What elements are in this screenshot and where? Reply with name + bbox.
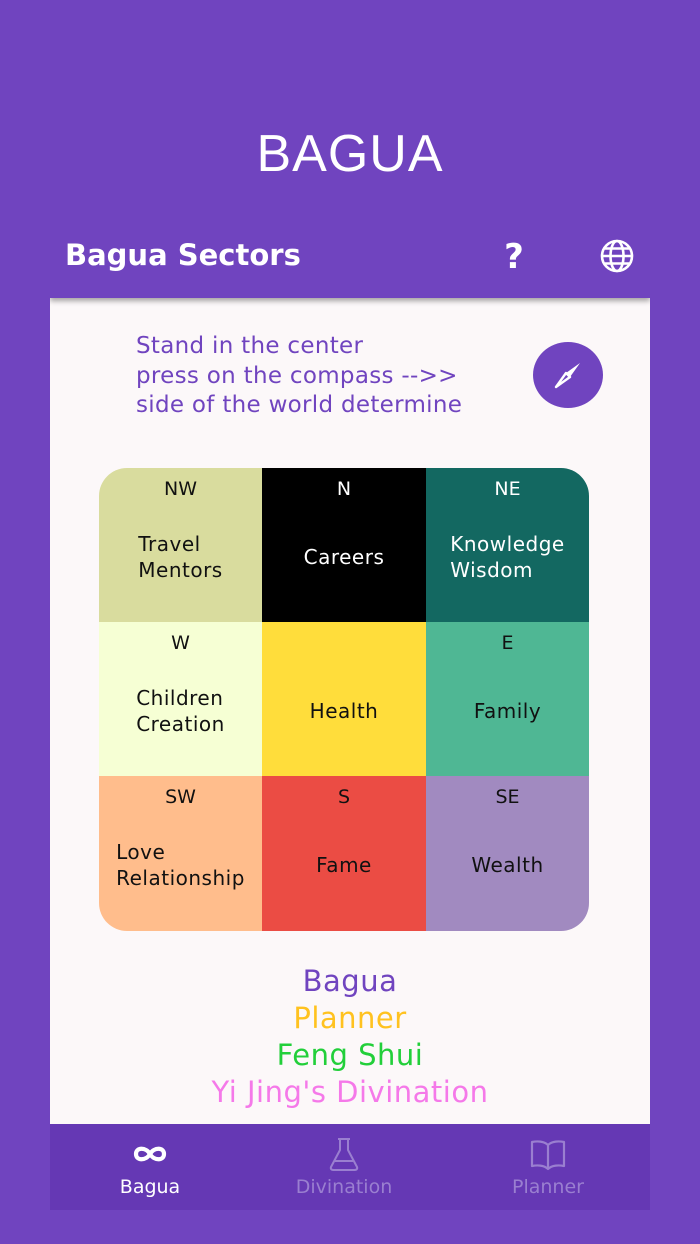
sector-direction: SW xyxy=(165,786,196,808)
sector-label-wrap: Children Creation xyxy=(99,676,262,746)
app-bar-title: Bagua Sectors xyxy=(65,238,301,272)
sector-label-wrap: Health xyxy=(262,676,426,746)
language-button[interactable] xyxy=(599,238,635,274)
sector-nw[interactable]: NW Travel Mentors xyxy=(99,468,262,622)
sector-ne[interactable]: NE Knowledge Wisdom xyxy=(426,468,589,622)
instruction-line-2: press on the compass -->> xyxy=(136,362,458,389)
nav-item-divination[interactable]: Divination xyxy=(244,1124,444,1210)
app-bar: Bagua Sectors ? xyxy=(50,218,650,298)
book-icon xyxy=(530,1140,566,1171)
app-frame: Bagua Sectors ? Stand in the center pres… xyxy=(50,218,650,1210)
sector-w[interactable]: W Children Creation xyxy=(99,622,262,776)
sector-label: Love Relationship xyxy=(116,840,245,890)
globe-icon xyxy=(600,239,634,273)
sector-label: Knowledge Wisdom xyxy=(450,532,565,582)
sector-label-wrap: Travel Mentors xyxy=(99,522,262,592)
nav-item-planner[interactable]: Planner xyxy=(448,1124,648,1210)
link-divination[interactable]: Yi Jing's Divination xyxy=(211,1075,489,1109)
sector-label-wrap: Careers xyxy=(262,522,426,592)
sector-label: Careers xyxy=(303,545,385,569)
nav-label: Divination xyxy=(295,1176,393,1198)
nav-item-bagua[interactable]: Bagua xyxy=(50,1124,250,1210)
bagua-grid: NW Travel Mentors N Careers NE Knowledge… xyxy=(99,468,589,931)
sector-label: Fame xyxy=(316,853,372,877)
link-bagua[interactable]: Bagua xyxy=(302,964,398,998)
nav-label: Bagua xyxy=(119,1176,181,1198)
flask-icon xyxy=(329,1138,359,1171)
help-button[interactable]: ? xyxy=(504,237,524,277)
sector-label: Health xyxy=(309,699,379,723)
sector-sw[interactable]: SW Love Relationship xyxy=(99,776,262,931)
compass-button[interactable] xyxy=(533,342,603,408)
sector-label-wrap: Fame xyxy=(262,830,426,900)
infinity-icon xyxy=(133,1146,167,1162)
section-links: Bagua Planner Feng Shui Yi Jing's Divina… xyxy=(50,963,650,1111)
instruction-line-3: side of the world determine xyxy=(136,392,463,418)
sector-label-wrap: Knowledge Wisdom xyxy=(426,522,589,592)
sector-direction: NE xyxy=(494,478,521,500)
sector-direction: N xyxy=(336,478,352,500)
sector-e[interactable]: E Family xyxy=(426,622,589,776)
sector-direction: W xyxy=(171,632,190,654)
sector-label: Family xyxy=(473,699,542,723)
sector-label: Children Creation xyxy=(136,686,225,736)
sector-se[interactable]: SE Wealth xyxy=(426,776,589,931)
sector-label-wrap: Wealth xyxy=(426,830,589,900)
sector-direction: S xyxy=(337,786,351,808)
instruction-line-1: Stand in the center xyxy=(136,333,364,359)
sector-label-wrap: Love Relationship xyxy=(99,830,262,900)
compass-icon xyxy=(554,363,580,389)
sector-direction: NW xyxy=(164,478,197,500)
bottom-nav: Bagua Divination Planner xyxy=(50,1124,650,1210)
link-feng-shui[interactable]: Feng Shui xyxy=(276,1038,424,1072)
page-title: BAGUA xyxy=(256,125,444,183)
sector-direction: SE xyxy=(495,786,520,808)
sector-center[interactable]: Health xyxy=(262,622,426,776)
sector-s[interactable]: S Fame xyxy=(262,776,426,931)
sector-label: Travel Mentors xyxy=(138,532,223,582)
sector-label-wrap: Family xyxy=(426,676,589,746)
instructions: Stand in the center press on the compass… xyxy=(136,332,536,421)
link-planner[interactable]: Planner xyxy=(293,1001,407,1035)
sector-label: Wealth xyxy=(471,853,544,877)
sector-n[interactable]: N Careers xyxy=(262,468,426,622)
nav-label: Planner xyxy=(512,1176,584,1198)
sector-direction: E xyxy=(501,632,514,654)
